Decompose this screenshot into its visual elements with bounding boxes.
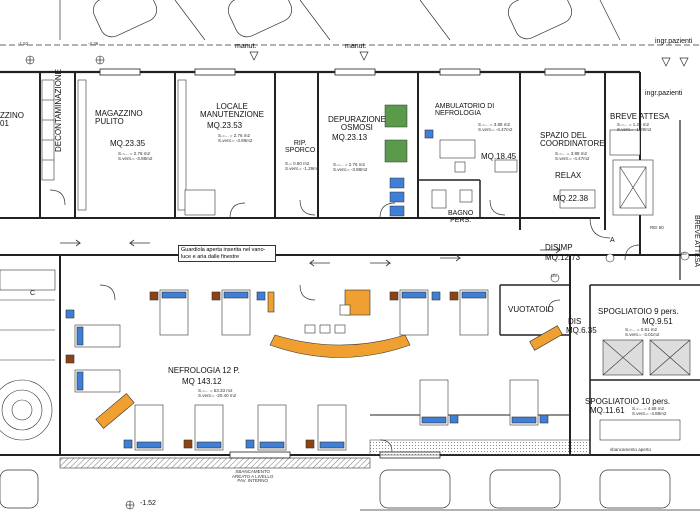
osmosis-tanks [384, 104, 408, 217]
room-label-breve-attesa-vert: BREVE ATTESA [693, 215, 700, 267]
room-area-ambulatorio: MQ.18.45 [481, 152, 517, 161]
doors [49, 189, 641, 453]
nurse-station [267, 289, 411, 358]
label-ingr-pazienti: ingr.pazienti [645, 90, 683, 97]
lockers [599, 339, 691, 441]
room-label-nefrologia: NEFROLOGIA 12 P. [168, 366, 240, 375]
label-level-2: -1.52 [140, 500, 156, 507]
bottom-dotted-strip [369, 439, 591, 456]
label-manut-2: manut. [345, 43, 367, 50]
label-manut-1: manut. [235, 43, 257, 50]
rotunda-stair [0, 269, 56, 441]
label-level-3: -3.36 [88, 41, 99, 46]
bed-stations-left [65, 309, 121, 393]
label-a: A [610, 237, 615, 244]
room-label-decontaminazione: DECONTAMINAZIONE [54, 69, 63, 152]
label-c: C [30, 290, 36, 297]
label-level-1: -1.52 [18, 41, 29, 46]
room-label-vuotatoio: VUOTATOIO [508, 305, 554, 314]
room-area-dis: MQ.6.35 [566, 326, 597, 335]
bed-stations-bottom [123, 379, 549, 451]
room-label-breve-attesa: BREVE ATTESA [610, 112, 670, 121]
label-ref-2: U5 [681, 251, 687, 256]
parking-bottom [0, 469, 700, 511]
level-markers [25, 55, 690, 510]
room-area-depurazione: MQ.23.13 [332, 133, 368, 142]
room-area-spogliatoio10: MQ.11.61 [590, 406, 625, 415]
room-label-relax: RELAX [555, 171, 582, 180]
storage-shelves [41, 79, 216, 216]
clinic-furniture [424, 129, 518, 209]
bed-stations-top [149, 289, 489, 336]
room-area-spogliatoio9: MQ.9.51 [642, 317, 673, 326]
room-area-nefrologia: MQ 143.12 [182, 377, 222, 386]
corridor-arrows [60, 239, 562, 267]
relax-furniture [559, 129, 654, 216]
room-area-disimp: MQ.12.73 [545, 253, 581, 262]
room-label-disimp: DISIMP [545, 243, 573, 252]
room-label-rip-sporco: RIP.SPORCO [285, 140, 316, 155]
room-label-spogliatoio9: SPOGLIATOIO 9 pers. [598, 307, 679, 316]
trolleys [95, 325, 563, 429]
bottom-hatch-strip [59, 457, 371, 469]
room-label-dis: DIS [568, 317, 582, 326]
room-area-relax: MQ.22.38 [553, 194, 589, 203]
room-area-locale-manutenzione: MQ.23.53 [207, 121, 243, 130]
room-label-spogliatoio10: SPOGLIATOIO 10 pers. [585, 397, 671, 406]
parking-top [0, 0, 700, 46]
label-pavimento: sbancamento aperto [610, 447, 652, 452]
entrance-arrows [249, 51, 689, 67]
label-ingr-pazienti-top: ingr.pazienti [655, 38, 693, 45]
label-ref-1: U5 [551, 273, 557, 278]
label-rei: REI 60 [650, 225, 664, 230]
note-guardiola: Guardiola aperta inserita nel vano- luce… [178, 245, 276, 263]
room-area-magazzino-pulito: MQ.23.35 [110, 139, 146, 148]
